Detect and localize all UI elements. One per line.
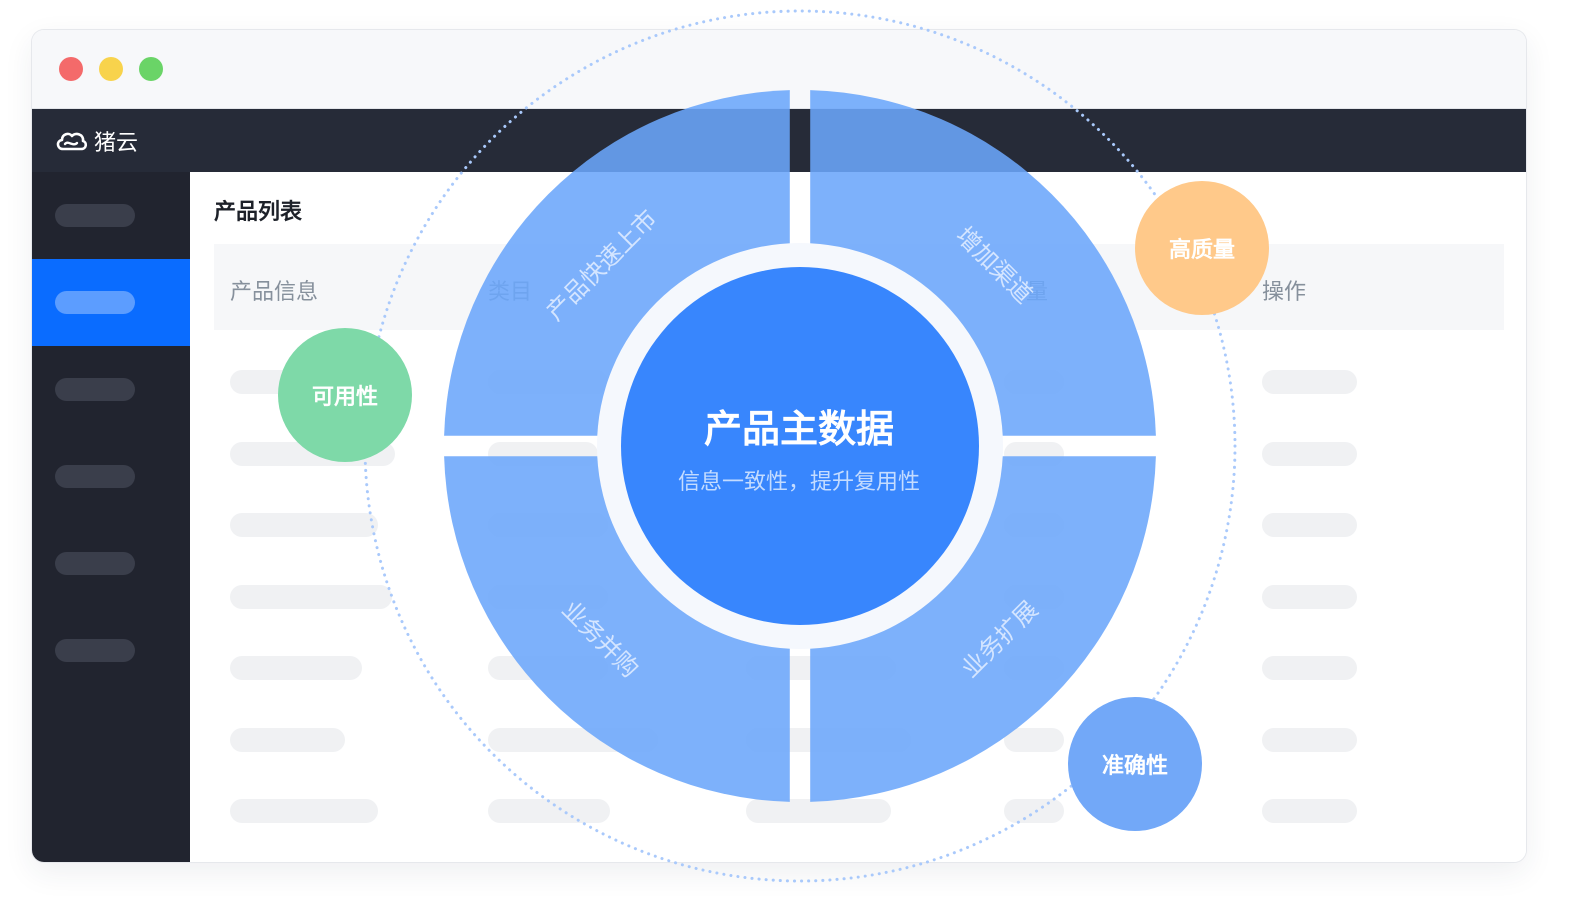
high-quality-label: 高质量 bbox=[1168, 238, 1235, 263]
table-cell-placeholder bbox=[1262, 370, 1357, 394]
window-titlebar bbox=[32, 30, 1526, 109]
outer-dotted-ring bbox=[363, 9, 1237, 883]
sidebar-item-placeholder bbox=[55, 465, 135, 488]
sidebar-item-4[interactable] bbox=[32, 433, 190, 520]
availability-bubble[interactable]: 可用性 bbox=[278, 328, 412, 462]
brand-logo[interactable]: 猪云 bbox=[54, 127, 139, 156]
table-cell-placeholder bbox=[230, 727, 345, 752]
table-cell-placeholder bbox=[488, 799, 610, 823]
table-cell-placeholder bbox=[1004, 799, 1064, 823]
sidebar-item-placeholder bbox=[55, 378, 135, 401]
sidebar-item-6[interactable] bbox=[32, 607, 190, 694]
sidebar-item-5[interactable] bbox=[32, 520, 190, 607]
table-cell-placeholder bbox=[1262, 727, 1357, 752]
maximize-window-button[interactable] bbox=[139, 57, 163, 81]
center-subtitle: 信息一致性，提升复用性 bbox=[677, 470, 920, 495]
table-cell-placeholder bbox=[746, 799, 891, 823]
brand-name: 猪云 bbox=[94, 131, 139, 156]
column-header-product-info[interactable]: 产品信息 bbox=[230, 280, 319, 305]
center-title: 产品主数据 bbox=[703, 407, 894, 451]
high-quality-bubble[interactable]: 高质量 bbox=[1135, 181, 1269, 315]
sidebar bbox=[32, 172, 190, 862]
sidebar-item-placeholder bbox=[55, 204, 135, 227]
availability-label: 可用性 bbox=[311, 385, 378, 410]
accuracy-label: 准确性 bbox=[1101, 754, 1168, 779]
table-cell-placeholder bbox=[230, 513, 378, 537]
center-circle[interactable] bbox=[621, 267, 979, 625]
sidebar-item-placeholder bbox=[55, 552, 135, 575]
sidebar-item-3[interactable] bbox=[32, 346, 190, 433]
sidebar-item-placeholder bbox=[55, 639, 135, 662]
sidebar-item-placeholder bbox=[55, 291, 135, 314]
sidebar-item-1[interactable] bbox=[32, 172, 190, 259]
table-cell-placeholder bbox=[1262, 584, 1357, 609]
table-cell-placeholder bbox=[230, 584, 392, 609]
sidebar-item-2-active[interactable] bbox=[32, 259, 190, 346]
column-header-actions[interactable]: 操作 bbox=[1262, 280, 1307, 305]
table-cell-placeholder bbox=[230, 656, 362, 680]
minimize-window-button[interactable] bbox=[99, 57, 123, 81]
accuracy-bubble[interactable]: 准确性 bbox=[1068, 697, 1202, 831]
page-title: 产品列表 bbox=[214, 200, 303, 225]
table-cell-placeholder bbox=[1262, 656, 1357, 680]
table-cell-placeholder bbox=[1262, 441, 1357, 466]
table-cell-placeholder bbox=[230, 799, 378, 823]
close-window-button[interactable] bbox=[59, 57, 83, 81]
table-cell-placeholder bbox=[1004, 727, 1064, 752]
cloud-icon bbox=[56, 132, 88, 151]
table-cell-placeholder bbox=[1262, 513, 1357, 537]
table-cell-placeholder bbox=[1262, 799, 1357, 823]
